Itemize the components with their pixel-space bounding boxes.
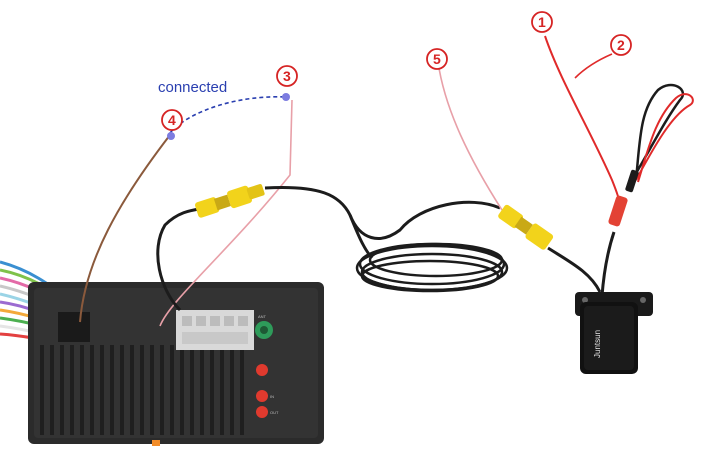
callout-1-label: 1 (538, 14, 546, 30)
unit-video-cable (156, 206, 206, 312)
connection-point-4 (167, 132, 175, 140)
callout-5-label: 5 (433, 51, 441, 67)
port-label-ant: ANT (258, 314, 267, 319)
callout-1: 1 (531, 11, 553, 33)
red-rca-port-3 (256, 406, 268, 418)
callout-3: 3 (276, 65, 298, 87)
video-extension-cable (264, 185, 501, 240)
brown-trigger-wire (79, 134, 171, 323)
pink-trigger-wire (159, 99, 293, 327)
port-label-out: OUT (270, 410, 279, 415)
camera-power-cable (600, 231, 616, 297)
pink-wire-5 (437, 61, 503, 211)
cable-coil (355, 242, 509, 293)
connection-point-3 (282, 93, 290, 101)
red-rca-port-1 (256, 364, 268, 376)
connected-dashed-link (169, 96, 286, 134)
power-wire-pair (544, 35, 694, 215)
backup-camera: Juntsun (575, 292, 653, 374)
red-rca-port-2 (256, 390, 268, 402)
callout-4: 4 (161, 109, 183, 131)
callout-4-label: 4 (168, 112, 176, 128)
camera-brand: Juntsun (593, 330, 602, 358)
rca-connector-right (498, 204, 554, 250)
harness-connector (58, 312, 90, 342)
callout-2-label: 2 (617, 37, 625, 53)
red-power-connector (608, 195, 628, 227)
car-stereo-head-unit: ANT IN OUT (0, 260, 324, 446)
callout-5: 5 (426, 48, 448, 70)
callout-3-label: 3 (283, 68, 291, 84)
rca-connector-left (195, 183, 265, 218)
camera-video-cable (547, 246, 602, 293)
connected-label: connected (158, 79, 227, 96)
callout-2: 2 (610, 34, 632, 56)
port-label-in: IN (270, 394, 274, 399)
heat-sink-fins (40, 345, 244, 435)
